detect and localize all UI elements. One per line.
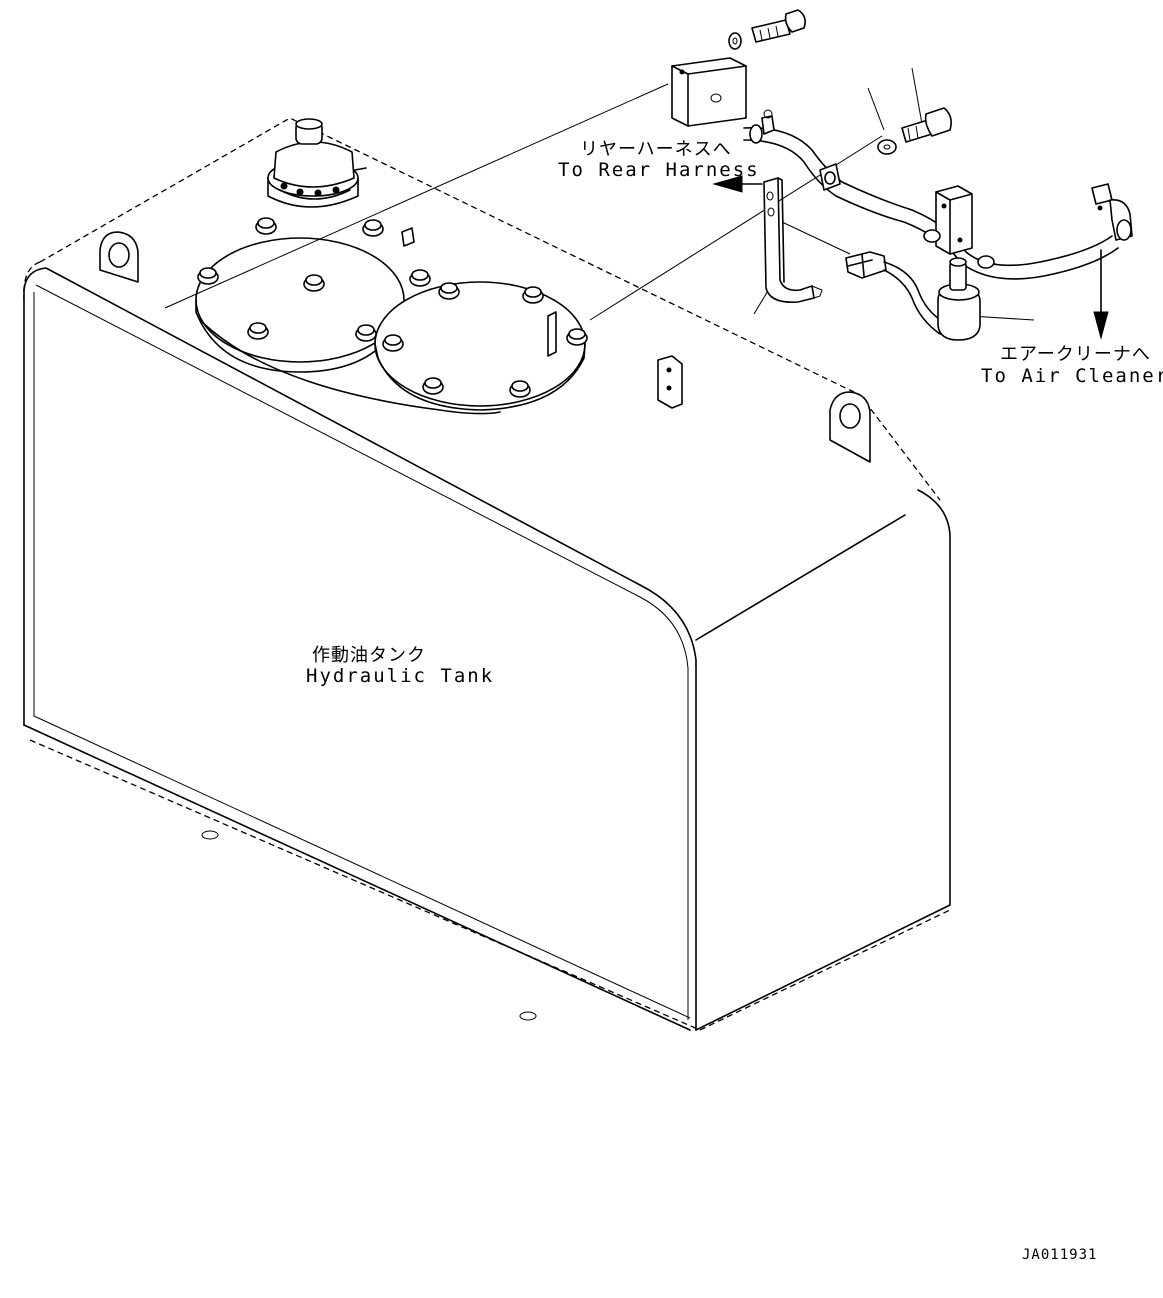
cover-tab bbox=[401, 227, 415, 247]
top-washer bbox=[728, 32, 742, 50]
top-bolt bbox=[751, 9, 806, 43]
tank-bracket-mount bbox=[657, 355, 683, 409]
tank-side-face bbox=[695, 489, 951, 1031]
air-cleaner-label-en: To Air Cleaner bbox=[981, 365, 1163, 387]
breather-hose bbox=[743, 127, 1119, 280]
small-cover-plate bbox=[199, 281, 586, 415]
pressure-switch bbox=[937, 257, 981, 341]
arrow-to-air-cleaner bbox=[1093, 249, 1109, 340]
air-cleaner-label-jp: エアークリーナへ bbox=[1000, 344, 1151, 365]
tank-label-jp: 作動油タンク bbox=[312, 645, 426, 666]
lifting-eye-right bbox=[829, 391, 871, 463]
arrow-to-rear-harness bbox=[712, 175, 763, 193]
cover-tab-right bbox=[547, 311, 557, 357]
tank-front-right-edge bbox=[639, 584, 697, 1031]
hydraulic-tank bbox=[23, 117, 951, 1031]
rear-harness-label-jp: リヤーハーネスへ bbox=[580, 139, 732, 160]
hose-junction-block bbox=[923, 185, 995, 269]
drawing-code: JA011931 bbox=[1022, 1247, 1098, 1263]
right-bolt bbox=[901, 107, 952, 143]
electrical-connector bbox=[845, 251, 887, 279]
tank-top-edge bbox=[39, 117, 941, 501]
lifting-eye-left bbox=[99, 231, 139, 283]
sensor-bracket bbox=[763, 177, 823, 304]
hose-clip-middle bbox=[819, 163, 841, 191]
air-cleaner-fitting bbox=[1091, 183, 1133, 241]
cover-bolts bbox=[197, 217, 588, 398]
tank-front-top-edge bbox=[23, 267, 641, 586]
large-cover-plate bbox=[195, 237, 405, 373]
mounting-block bbox=[671, 57, 747, 127]
hose-clamp-1 bbox=[749, 109, 775, 144]
tank-bottom-edge bbox=[23, 724, 691, 1031]
rear-harness-label-en: To Rear Harness bbox=[558, 159, 760, 181]
right-washer bbox=[877, 139, 897, 155]
tank-label-en: Hydraulic Tank bbox=[306, 665, 495, 687]
sensor-wire bbox=[883, 261, 945, 335]
breather-cap bbox=[267, 118, 367, 208]
